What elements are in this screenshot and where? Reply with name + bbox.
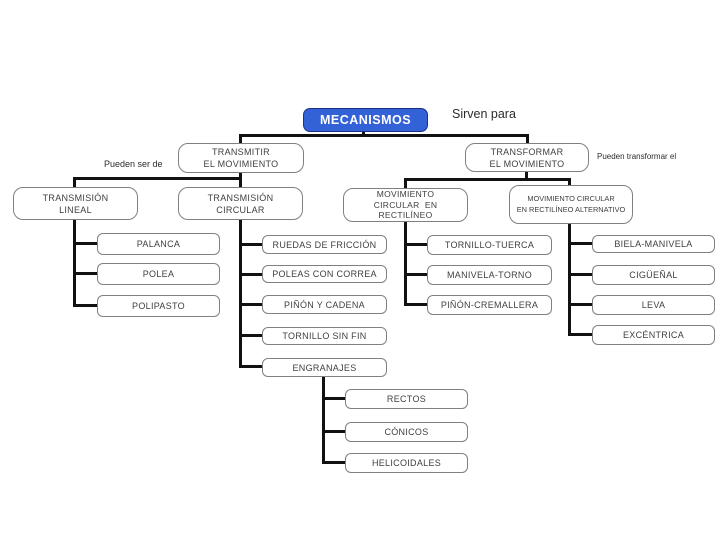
connector-line (322, 397, 345, 400)
node-mecanismos: MECANISMOS (303, 108, 428, 132)
connector-line (404, 178, 571, 181)
connector-line (73, 177, 242, 180)
node-polipasto: POLIPASTO (97, 295, 220, 317)
node-biela-manivela: BIELA-MANIVELA (592, 235, 715, 253)
connector-line (239, 220, 242, 367)
node-movimiento-circular-en-rectilineo-alternativo: MOVIMIENTO CIRCULAR EN RECTILÍNEO ALTERN… (509, 185, 633, 224)
connector-line (322, 461, 345, 464)
node-excentrica: EXCÉNTRICA (592, 325, 715, 345)
node-movimiento-circular-en-rectilineo: MOVIMIENTO CIRCULAR EN RECTILÍNEO (343, 188, 468, 222)
node-tornillo-sin-fin: TORNILLO SIN FIN (262, 327, 387, 345)
connector-line (239, 365, 262, 368)
node-helicoidales: HELICOIDALES (345, 453, 468, 473)
connector-line (239, 273, 262, 276)
connector-line (404, 222, 407, 306)
node-polea: POLEA (97, 263, 220, 285)
node-manivela-torno: MANIVELA-TORNO (427, 265, 552, 285)
connector-line (239, 134, 529, 137)
connector-line (404, 303, 427, 306)
connector-line (73, 304, 97, 307)
connector-line (322, 377, 325, 463)
connector-line (239, 243, 262, 246)
connector-line (525, 171, 528, 180)
connector-line (568, 242, 592, 245)
node-ciguenal: CIGÜEÑAL (592, 265, 715, 285)
connector-line (73, 177, 76, 187)
node-transformar-el-movimiento: TRANSFORMAR EL MOVIMIENTO (465, 143, 589, 172)
connector-line (404, 273, 427, 276)
connector-line (73, 272, 97, 275)
connector-line (239, 334, 262, 337)
node-tornillo-tuerca: TORNILLO-TUERCA (427, 235, 552, 255)
connector-line (239, 134, 242, 144)
connector-line (526, 134, 529, 144)
connector-line (239, 303, 262, 306)
connector-line (568, 333, 592, 336)
node-leva: LEVA (592, 295, 715, 315)
node-pinon-cremallera: PIÑÓN-CREMALLERA (427, 295, 552, 315)
connector-line (73, 242, 97, 245)
connector-line (404, 178, 407, 188)
connector-line (568, 303, 592, 306)
node-rectos: RECTOS (345, 389, 468, 409)
annotation-pueden-transformar-el: Pueden transformar el (597, 152, 677, 161)
node-transmision-circular: TRANSMISIÓN CIRCULAR (178, 187, 303, 220)
connector-line (322, 430, 345, 433)
node-transmision-lineal: TRANSMISIÓN LINEAL (13, 187, 138, 220)
connector-line (568, 224, 571, 335)
node-engranajes: ENGRANAJES (262, 358, 387, 377)
annotation-pueden-ser-de: Pueden ser de (104, 159, 163, 169)
node-transmitir-el-movimiento: TRANSMITIR EL MOVIMIENTO (178, 143, 304, 173)
node-ruedas-de-friccion: RUEDAS DE FRICCIÓN (262, 235, 387, 254)
connector-line (568, 273, 592, 276)
node-poleas-con-correa: POLEAS CON CORREA (262, 265, 387, 283)
node-conicos: CÓNICOS (345, 422, 468, 442)
connector-line (73, 220, 76, 307)
node-pinon-y-cadena: PIÑÓN Y CADENA (262, 295, 387, 314)
connector-line (404, 243, 427, 246)
connector-line (362, 130, 365, 135)
annotation-sirven-para: Sirven para (452, 107, 516, 121)
node-palanca: PALANCA (97, 233, 220, 255)
connector-line (568, 178, 571, 185)
